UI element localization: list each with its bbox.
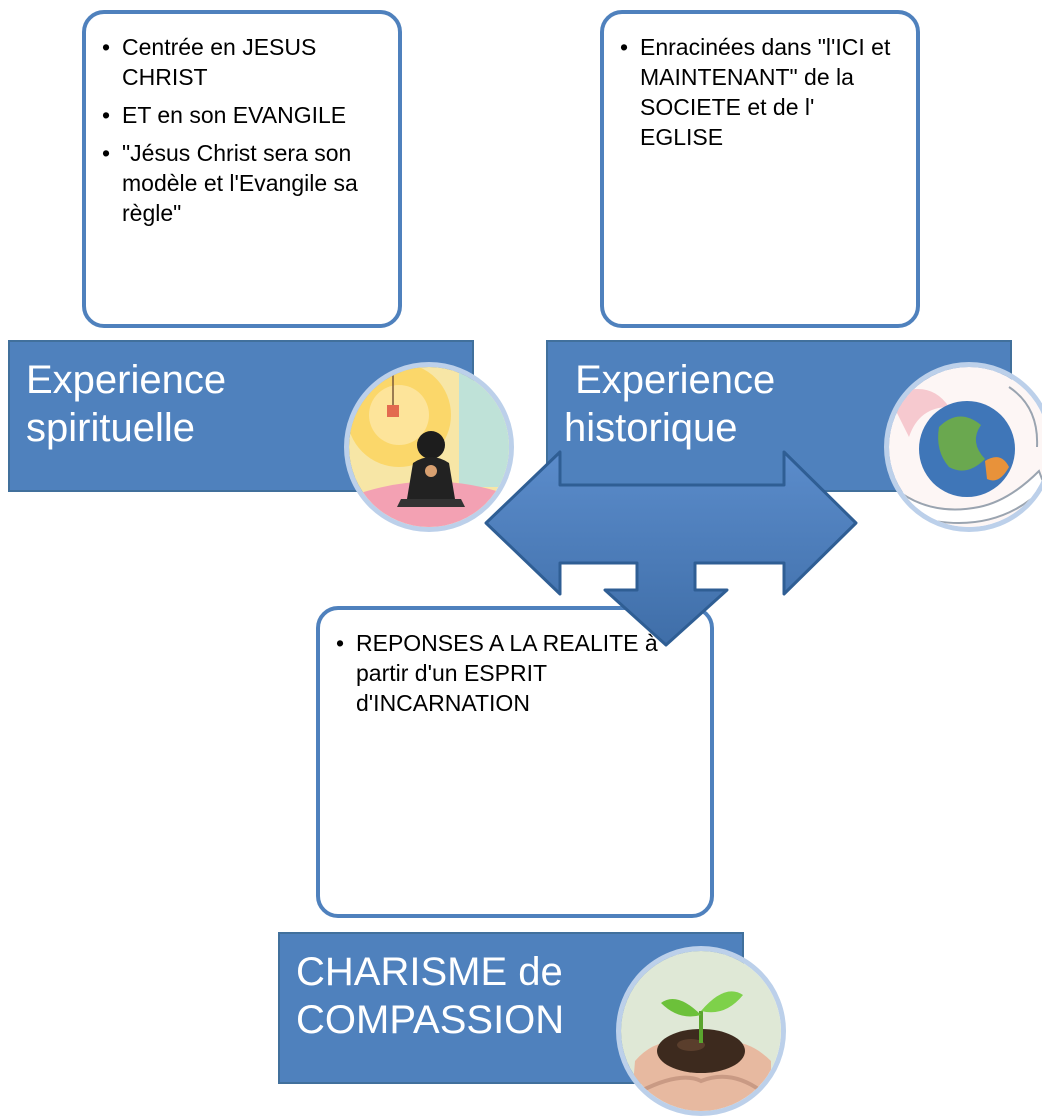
list-item: REPONSES A LA REALITE à partir d'un ESPR… [334, 628, 696, 718]
praying-child-image [344, 362, 514, 532]
historical-description-card: Enracinées dans "l'ICI et MAINTENANT" de… [600, 10, 920, 328]
earth-in-hands-image [884, 362, 1042, 532]
banner-title-line: Experience [26, 358, 227, 402]
charism-description-card: REPONSES A LA REALITE à partir d'un ESPR… [316, 606, 714, 918]
spiritual-description-card: Centrée en JESUS CHRIST ET en son EVANGI… [82, 10, 402, 328]
charism-bullet-list: REPONSES A LA REALITE à partir d'un ESPR… [334, 628, 696, 718]
seedling-in-hands-image [616, 946, 786, 1116]
list-item: "Jésus Christ sera son modèle et l'Evang… [100, 138, 384, 228]
banner-title-line: CHARISME de [296, 950, 563, 994]
list-item: Enracinées dans "l'ICI et MAINTENANT" de… [618, 32, 902, 152]
list-item: Centrée en JESUS CHRIST [100, 32, 384, 92]
banner-title-line: COMPASSION [296, 998, 565, 1042]
historical-bullet-list: Enracinées dans "l'ICI et MAINTENANT" de… [618, 32, 902, 152]
banner-title-line: spirituelle [26, 406, 195, 450]
list-item: ET en son EVANGILE [100, 100, 384, 130]
spiritual-bullet-list: Centrée en JESUS CHRIST ET en son EVANGI… [100, 32, 384, 228]
banner-title-line: historique [564, 406, 738, 450]
banner-title-line: Experience [564, 358, 776, 402]
